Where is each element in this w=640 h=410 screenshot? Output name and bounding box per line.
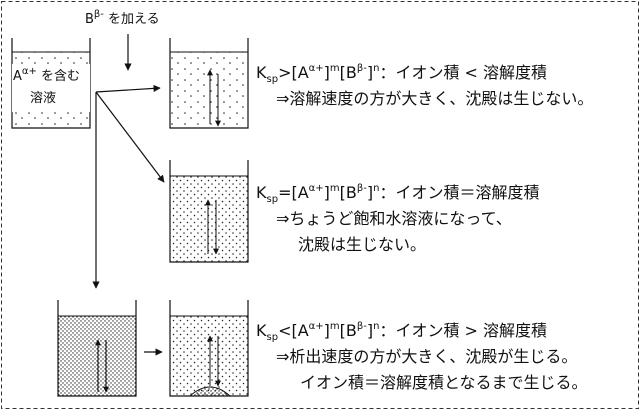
row1-conclusion: ⇒溶解速度の方が大きく、沈殿は生じない。 xyxy=(276,89,593,108)
row2-equation: Ksp=[Aα+]m[Bβ-]n：イオン積＝溶解度積 xyxy=(256,183,539,205)
beaker-row3-right xyxy=(169,300,249,397)
start-beaker-label: Aα+ を含む xyxy=(13,66,80,84)
start-beaker: Aα+ を含む 溶液 xyxy=(11,38,91,129)
row3-conclusion: ⇒析出速度の方が大きく、沈殿が生じる。 xyxy=(276,347,577,366)
beaker-row2 xyxy=(169,160,249,263)
precipitate-pile xyxy=(188,386,232,397)
row3-equation: Ksp<[Aα+]m[Bβ-]n：イオン積 > 溶解度積 xyxy=(256,321,547,343)
row3-conclusion-2: イオン積＝溶解度積となるまで生じる。 xyxy=(300,373,588,392)
row2-conclusion: ⇒ちょうど飽和水溶液になって、 xyxy=(276,209,512,228)
row2-conclusion-2: 沈殿は生じない。 xyxy=(298,235,426,254)
branch-arrow-row1 xyxy=(95,84,161,93)
row1-equation: Ksp>[Aα+]m[Bβ-]n：イオン積 < 溶解度積 xyxy=(256,63,547,85)
beaker-row1 xyxy=(169,38,249,129)
start-beaker-label-2: 溶液 xyxy=(30,91,56,106)
beaker-row3-left xyxy=(57,300,137,397)
branch-arrow-row2 xyxy=(95,91,165,183)
add-reagent-label: Bβ- を加える xyxy=(85,9,160,27)
